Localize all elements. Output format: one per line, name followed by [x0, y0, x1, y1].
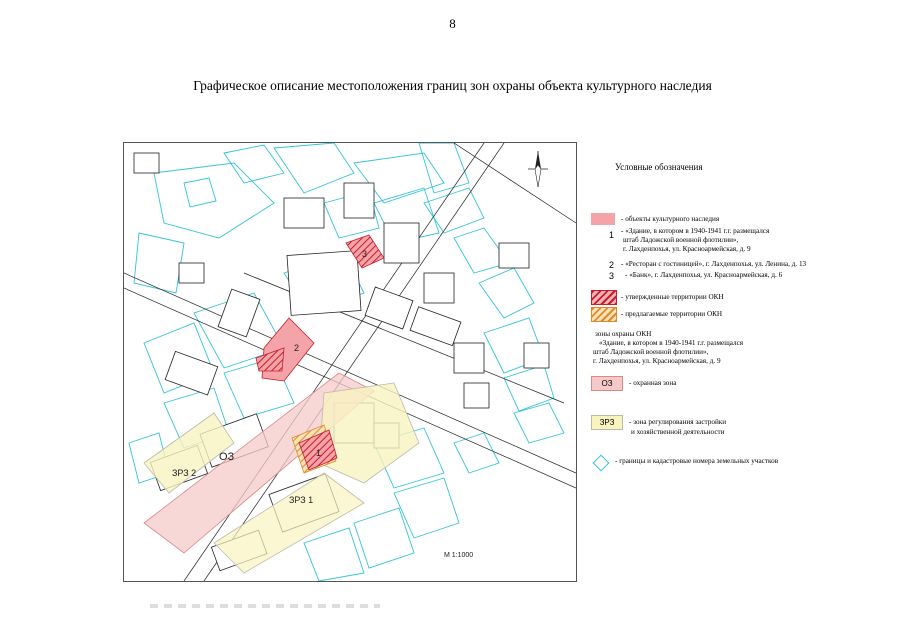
- legend-item-2-line1: - «Ресторан с гостиницей», г. Лахденпохь…: [621, 260, 807, 268]
- approved-territory-2: [255, 347, 285, 372]
- zrz-swatch: ЗРЗ: [591, 415, 623, 430]
- legend-title: Условные обозначения: [615, 162, 703, 172]
- okn-swatch: [591, 213, 615, 225]
- approved-swatch: [591, 290, 617, 305]
- legend-item-3-num: 3: [609, 271, 615, 281]
- zone-zrz2: [143, 412, 235, 494]
- zone-zrz1: [318, 382, 420, 484]
- zone-label-oz: ОЗ: [219, 451, 235, 463]
- legend-zones-line4: г. Лахденпохья, ул. Красноармейская, д. …: [593, 357, 721, 365]
- proposed-swatch: [591, 307, 617, 322]
- object-label-2: 2: [294, 343, 299, 353]
- legend-item-1-num: 1: [609, 230, 615, 240]
- legend-zrz-line2: и хозяйственной деятельности: [631, 428, 725, 436]
- oz-swatch: ОЗ: [591, 376, 623, 391]
- okn-object-1: [298, 429, 338, 471]
- object-label-1: 1: [316, 448, 321, 458]
- legend-approved: - утвержденные территории ОКН: [621, 293, 724, 301]
- legend-boundaries: - границы и кадастровые номера земельных…: [615, 457, 779, 465]
- legend-zones-line1: зоны охраны ОКН: [595, 330, 652, 338]
- legend-item-1-line2: штаб Ладожской военной флотилии»,: [623, 236, 739, 244]
- legend-item-2-num: 2: [609, 260, 615, 270]
- page-number: 8: [449, 16, 456, 31]
- legend-zrz-line1: - зона регулирования застройки: [629, 418, 727, 426]
- object-label-3: 3: [362, 249, 367, 259]
- zone-zrz3: [213, 472, 365, 574]
- boundary-icon: [592, 454, 610, 472]
- okn-object-2: [261, 317, 315, 382]
- legend-zones-line2: «Здание, в котором в 1940-1941 г.г. разм…: [599, 339, 744, 347]
- map-scale: М 1:1000: [444, 552, 473, 559]
- zone-label-zrz1: ЗРЗ 1: [289, 495, 313, 505]
- map-frame: 1 2 3 ОЗ ЗРЗ 1 ЗРЗ 2 М 1:1000: [123, 142, 577, 582]
- okn-object-3: [345, 234, 385, 269]
- legend-item-1-line1: - «Здание, в котором в 1940-1941 г.г. ра…: [621, 227, 770, 235]
- legend-zones-line3: штаб Ладожской военной флотилии»,: [593, 348, 709, 356]
- legend-proposed: - предлагаемые территории ОКН: [621, 310, 723, 318]
- north-arrow-icon: [528, 151, 548, 188]
- legend-item-1-line3: г. Лахденпохья, ул. Красноармейская, д. …: [623, 245, 751, 253]
- zone-label-zrz2: ЗРЗ 2: [172, 468, 196, 478]
- legend-okn-objects: - объекты культурного наследия: [621, 215, 720, 223]
- document-title: Графическое описание местоположения гран…: [193, 78, 712, 93]
- legend-item-3-line1: - «Банк», г. Лахденпохья, ул. Красноарме…: [625, 271, 783, 279]
- faded-text-line: [150, 604, 380, 608]
- site-plan: 1 2 3 ОЗ ЗРЗ 1 ЗРЗ 2 М 1:1000: [124, 143, 576, 581]
- legend-oz: - охранная зона: [629, 379, 677, 387]
